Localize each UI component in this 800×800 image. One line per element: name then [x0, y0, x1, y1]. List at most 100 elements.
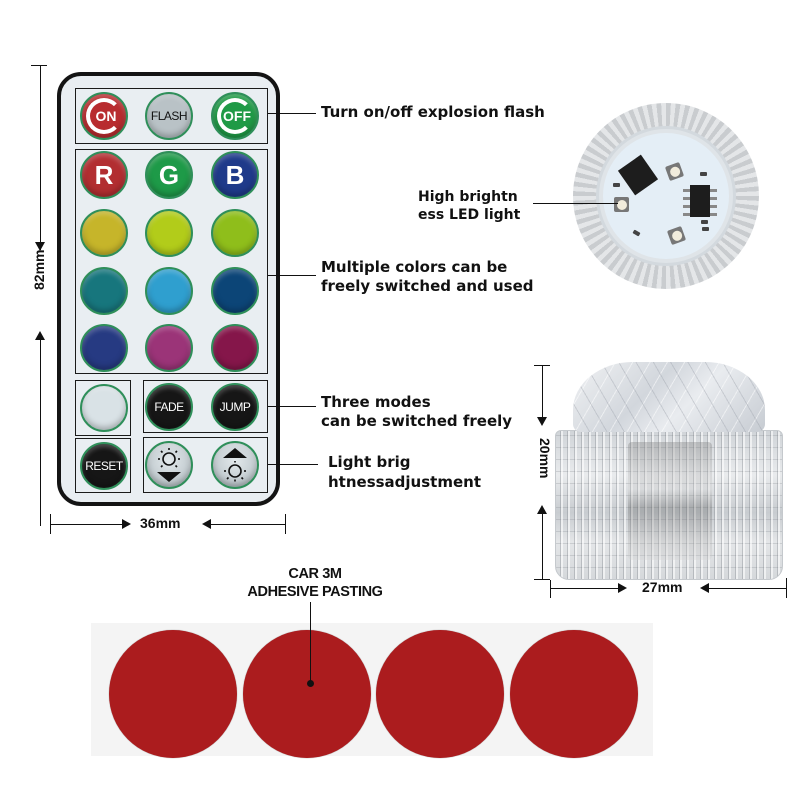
power-ring-icon	[217, 98, 253, 134]
adhesive-label: CAR 3M ADHESIVE PASTING	[240, 565, 390, 601]
arrow-right-icon	[618, 583, 627, 593]
smd-led-left	[614, 197, 629, 212]
dim-20-bottom-tick	[534, 579, 550, 580]
resistor	[613, 183, 620, 187]
dim-20-line-bottom	[542, 513, 543, 580]
callout-brightness-line2: htnessadjustment	[328, 473, 481, 491]
reset-button[interactable]: RESET	[80, 442, 128, 490]
callout-colors-line1: Multiple colors can be	[321, 258, 508, 276]
ic-pin	[683, 205, 690, 208]
arrow-left-icon	[700, 583, 709, 593]
adhesive-dot-4	[510, 630, 638, 758]
color-button-group	[75, 149, 268, 374]
green-button-label: G	[158, 159, 180, 190]
ic-pin	[683, 189, 690, 192]
power-ring-icon	[86, 98, 122, 134]
dim-82-line-top	[40, 65, 41, 250]
adhesive-dot-1	[109, 630, 237, 758]
led-pcb-board	[603, 133, 729, 259]
dim-27-line-left	[550, 588, 620, 589]
led-lens-dome-facets	[573, 362, 765, 432]
dim-36-line-left	[50, 524, 124, 525]
blue-button[interactable]: B	[211, 151, 259, 199]
ic-pin	[683, 213, 690, 216]
on-button[interactable]: ON	[80, 92, 128, 140]
on-button-label: ON	[95, 108, 117, 124]
red-button[interactable]: R	[80, 151, 128, 199]
resistor	[700, 172, 707, 176]
dim-27-left-tick	[550, 580, 551, 598]
callout-colors-line2: freely switched and used	[321, 277, 534, 295]
flash-button[interactable]: FLASH	[145, 92, 193, 140]
callout-led-line2: ess LED light	[418, 207, 521, 223]
color-button-teal[interactable]	[80, 267, 128, 315]
callout-modes-line1: Three modes	[321, 393, 431, 411]
reset-button-label: RESET	[85, 459, 123, 473]
red-button-label: R	[94, 159, 114, 190]
adhesive-pointer-dot	[307, 680, 314, 687]
adhesive-label-line1: CAR 3M	[288, 566, 342, 582]
led-lens-core	[628, 442, 712, 560]
dim-27-line-right	[708, 588, 786, 589]
callout-line-colors	[268, 275, 316, 276]
white-button[interactable]	[80, 384, 128, 432]
arrow-right-icon	[122, 519, 131, 529]
arrow-up-icon	[537, 505, 547, 514]
ic-pin	[710, 205, 717, 208]
adhesive-dot-3	[376, 630, 504, 758]
reset-button-group	[75, 438, 131, 493]
brightness-down-button[interactable]	[145, 441, 193, 489]
product-height-label: 20mm	[537, 438, 553, 479]
jump-button[interactable]: JUMP	[211, 383, 259, 431]
blue-button-label: B	[225, 159, 245, 190]
adhesive-dot-2	[243, 630, 371, 758]
color-button-yellow[interactable]	[80, 209, 128, 257]
jump-button-label: JUMP	[219, 400, 251, 414]
brightness-up-button[interactable]	[211, 441, 259, 489]
ic-pin	[710, 189, 717, 192]
callout-line-modes	[268, 406, 316, 407]
green-button[interactable]: G	[145, 151, 193, 199]
color-button-indigo[interactable]	[80, 324, 128, 372]
led-lens-side-ring	[555, 430, 783, 580]
remote-width-label: 36mm	[140, 515, 181, 531]
remote-height-label: 82mm	[31, 249, 47, 290]
color-button-crimson[interactable]	[211, 324, 259, 372]
white-button-group	[75, 380, 131, 436]
callout-line-brightness	[268, 464, 318, 465]
dim-36-right-tick	[285, 514, 286, 534]
arrow-down-icon	[537, 417, 547, 426]
off-button-label: OFF	[223, 108, 251, 124]
controller-ic-chip	[690, 185, 710, 217]
dim-20-line-top	[542, 365, 543, 417]
color-button-sky-blue[interactable]	[145, 267, 193, 315]
color-button-lime[interactable]	[145, 209, 193, 257]
resistor	[701, 220, 708, 224]
color-button-navy[interactable]	[211, 267, 259, 315]
adhesive-pointer-line	[310, 602, 311, 684]
callout-power: Turn on/off explosion flash	[321, 103, 545, 121]
ic-pin	[683, 197, 690, 200]
adhesive-label-line2: ADHESIVE PASTING	[247, 584, 383, 600]
arrow-down-icon	[35, 242, 45, 251]
arrow-up-icon	[35, 331, 45, 340]
callout-led-line1: High brightn	[418, 189, 518, 205]
flash-button-label: FLASH	[150, 109, 188, 123]
callout-modes-line2: can be switched freely	[321, 412, 513, 430]
ic-pin	[710, 213, 717, 216]
fade-button[interactable]: FADE	[145, 383, 193, 431]
resistor	[702, 227, 709, 231]
product-width-label: 27mm	[642, 579, 683, 595]
dim-82-line-bottom	[40, 338, 41, 526]
color-button-magenta[interactable]	[145, 324, 193, 372]
dim-36-line-right	[210, 524, 286, 525]
mode-button-group	[143, 380, 268, 433]
off-button[interactable]: OFF	[211, 92, 259, 140]
brightness-button-group	[143, 437, 268, 493]
color-button-yellow-green[interactable]	[211, 209, 259, 257]
ic-pin	[710, 197, 717, 200]
fade-button-label: FADE	[154, 400, 184, 414]
power-button-group	[75, 88, 268, 144]
brightness-down-icon	[157, 448, 181, 482]
arrow-left-icon	[202, 519, 211, 529]
